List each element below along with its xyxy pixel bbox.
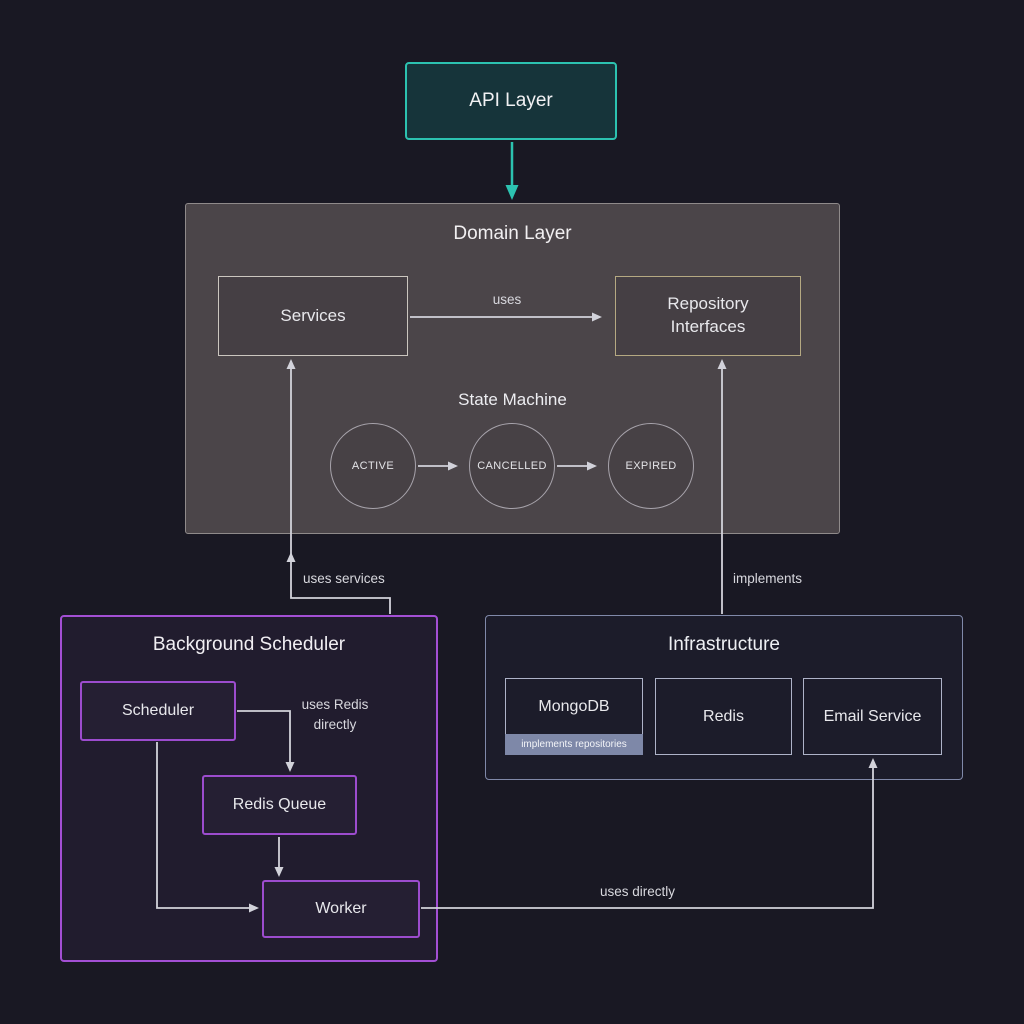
background-scheduler-title: Background Scheduler [152, 634, 346, 655]
redis-queue-node: Redis Queue [202, 775, 357, 835]
infrastructure-title: Infrastructure [668, 634, 780, 655]
edge-label-uses-redis-directly: uses Redis directly [301, 697, 369, 732]
worker-node: Worker [262, 880, 420, 938]
state-machine-title: State Machine [458, 390, 567, 409]
state-expired-node: EXPIRED [608, 423, 694, 509]
edge-label-uses: uses [492, 292, 522, 307]
repository-interfaces-node: Repository Interfaces [615, 276, 801, 356]
mongodb-node: MongoDB [505, 678, 643, 736]
scheduler-node: Scheduler [80, 681, 236, 741]
edge-label-uses-directly: uses directly [599, 884, 676, 899]
domain-layer-title: Domain Layer [453, 223, 572, 244]
edge-label-uses-services: uses services [303, 571, 385, 586]
state-active-node: ACTIVE [330, 423, 416, 509]
redis-node: Redis [655, 678, 792, 755]
edge-label-implements: implements [733, 571, 803, 586]
email-service-node: Email Service [803, 678, 942, 755]
api-layer-node: API Layer [405, 62, 617, 140]
services-node: Services [218, 276, 408, 356]
mongodb-implements-badge: implements repositories [505, 734, 643, 755]
state-cancelled-node: CANCELLED [469, 423, 555, 509]
